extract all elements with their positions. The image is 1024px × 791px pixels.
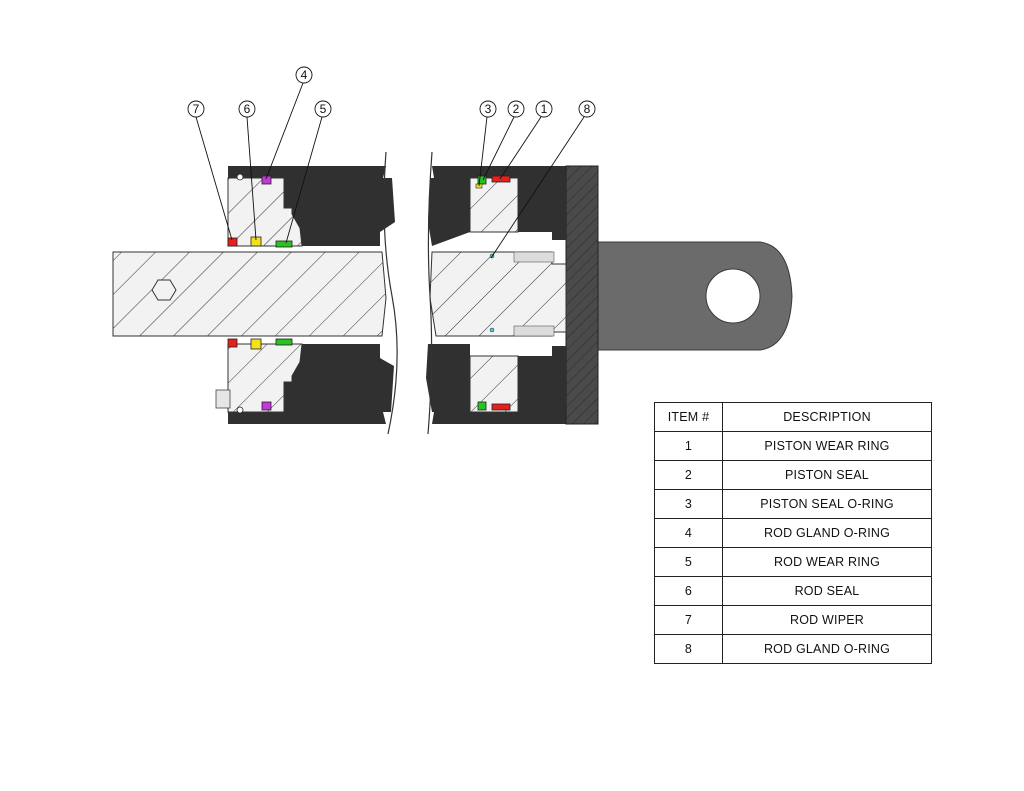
rod-wear-ring-top: [275, 240, 293, 248]
barrel-bottom-wall-right: [432, 412, 566, 424]
table-row: 4 ROD GLAND O-RING: [654, 518, 932, 548]
rod-end-section: [112, 166, 395, 424]
table-row: 7 ROD WIPER: [654, 605, 932, 635]
table-row: 5 ROD WEAR RING: [654, 547, 932, 577]
balloon-1: 1: [499, 100, 553, 180]
bom-item-description: ROD GLAND O-RING: [722, 518, 932, 548]
piston-wear-ring-bottom: [491, 403, 511, 411]
bom-header-item: ITEM #: [654, 402, 723, 432]
piston-seal-bottom: [477, 401, 487, 411]
balloon-3: 3: [478, 100, 497, 187]
balloon-4-label: 4: [301, 68, 308, 82]
balloon-2: 2: [482, 100, 525, 181]
bom-item-number: 3: [654, 489, 723, 519]
bom-item-description: PISTON SEAL: [722, 460, 932, 490]
set-screw: [215, 389, 231, 409]
balloon-7-label: 7: [193, 102, 200, 116]
gland-pin-top: [236, 173, 244, 181]
bom-item-number: 1: [654, 431, 723, 461]
bom-item-number: 2: [654, 460, 723, 490]
bill-of-materials-table: ITEM # DESCRIPTION 1 PISTON WEAR RING 2 …: [654, 402, 932, 664]
piston-bottom-body: [426, 344, 470, 412]
piston-bottom-section: [469, 355, 519, 413]
bom-item-description: ROD SEAL: [722, 576, 932, 606]
piston-rod-left: [112, 251, 387, 337]
bom-item-number: 8: [654, 634, 723, 664]
balloon-6-label: 6: [244, 102, 251, 116]
cap-end-section: [426, 165, 793, 425]
piston-top-body: [428, 178, 470, 246]
gland-bottom-section: [227, 343, 303, 413]
bom-item-description: ROD WIPER: [722, 605, 932, 635]
table-row: 2 PISTON SEAL: [654, 460, 932, 490]
end-cap: [565, 165, 599, 425]
cap-inner-bottom: [518, 346, 566, 412]
balloon-2-label: 2: [513, 102, 520, 116]
table-row: 3 PISTON SEAL O-RING: [654, 489, 932, 519]
bom-item-number: 7: [654, 605, 723, 635]
balloon-4: 4: [265, 66, 313, 180]
bom-item-number: 4: [654, 518, 723, 548]
clevis-tab: [597, 241, 793, 351]
balloon-7: 7: [187, 100, 233, 241]
balloon-5-label: 5: [320, 102, 327, 116]
break-line-left: [383, 151, 398, 435]
rod-wiper-bottom: [227, 338, 238, 348]
balloon-8-label: 8: [584, 102, 591, 116]
bom-header-description: DESCRIPTION: [722, 402, 932, 432]
balloon-5: 5: [285, 100, 332, 244]
table-row: 6 ROD SEAL: [654, 576, 932, 606]
rod-thread-top: [513, 251, 555, 263]
rod-oring-bottom: [489, 327, 495, 333]
bom-item-description: ROD GLAND O-RING: [722, 634, 932, 664]
balloon-1-label: 1: [541, 102, 548, 116]
bom-item-number: 6: [654, 576, 723, 606]
balloon-8: 8: [490, 100, 596, 259]
bom-item-description: ROD WEAR RING: [722, 547, 932, 577]
rod-wear-ring-bottom: [275, 338, 293, 346]
bom-header-row: ITEM # DESCRIPTION: [654, 402, 932, 432]
gland-top-body: [284, 178, 395, 246]
balloon-callouts: 7 6 4 5 3 2 1: [187, 66, 596, 259]
gland-oring-bottom: [261, 401, 272, 411]
rod-seal-bottom: [250, 338, 262, 350]
clevis-hole: [705, 268, 761, 324]
balloon-3-label: 3: [485, 102, 492, 116]
bom-item-description: PISTON WEAR RING: [722, 431, 932, 461]
gland-pin-bottom: [236, 406, 244, 414]
barrel-top-wall-right: [432, 166, 588, 178]
cap-inner-top: [518, 178, 566, 240]
rod-wiper-top: [227, 237, 238, 247]
bom-item-description: PISTON SEAL O-RING: [722, 489, 932, 519]
rod-thread-bottom: [513, 325, 555, 337]
barrel-bottom-wall-left: [228, 412, 386, 424]
gland-oring-top: [261, 175, 272, 185]
break-line-right: [427, 151, 433, 435]
piston-rod-right: [429, 251, 567, 337]
gland-bottom-body: [284, 344, 394, 412]
balloon-6: 6: [238, 100, 257, 241]
piston-wear-ring-top: [491, 175, 511, 183]
bom-item-number: 5: [654, 547, 723, 577]
table-row: 8 ROD GLAND O-RING: [654, 634, 932, 664]
rod-cross-hole: [151, 279, 177, 301]
table-row: 1 PISTON WEAR RING: [654, 431, 932, 461]
